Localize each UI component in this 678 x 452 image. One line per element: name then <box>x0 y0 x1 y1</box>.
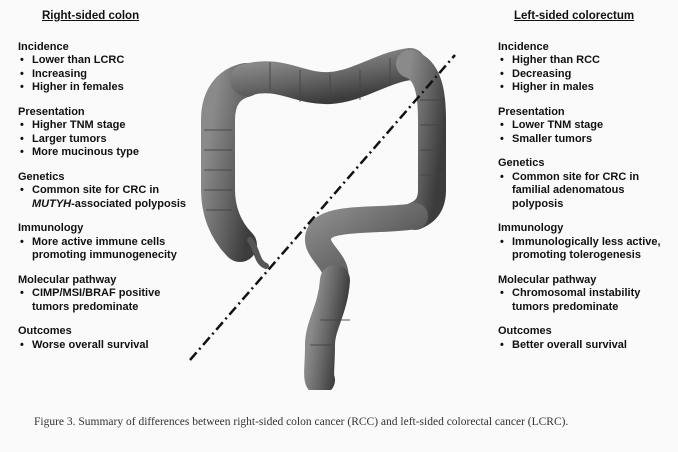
right-molecular-title: Molecular pathway <box>498 273 597 286</box>
left-genetics-title: Genetics <box>18 170 65 183</box>
left-immunology-section: Immunology More active immune cells prom… <box>18 222 193 263</box>
genetics-text-post: -associated polyposis <box>71 197 187 210</box>
list-item: More active immune cells promoting immun… <box>18 236 193 263</box>
list-item: Better overall survival <box>498 339 668 353</box>
list-item: Decreasing <box>498 68 668 82</box>
right-incidence-section: Incidence Higher than RCC Decreasing Hig… <box>498 41 668 95</box>
list-item: Common site for CRC in MUTYH-associated … <box>18 184 193 211</box>
genetics-gene-name: MUTYH <box>32 197 72 210</box>
list-item: Higher than RCC <box>498 54 668 68</box>
left-molecular-section: Molecular pathway CIMP/MSI/BRAF positive… <box>18 274 193 315</box>
left-immunology-title: Immunology <box>18 222 84 234</box>
right-sided-colon-column: Right-sided colon Incidence Lower than L… <box>18 10 193 363</box>
left-presentation-section: Presentation Higher TNM stage Larger tum… <box>18 106 193 160</box>
colon-shape <box>201 48 446 390</box>
list-item: Lower than LCRC <box>18 54 193 68</box>
left-presentation-title: Presentation <box>18 105 85 118</box>
right-molecular-section: Molecular pathway Chromosomal instabilit… <box>498 274 668 315</box>
colon-illustration <box>189 48 456 390</box>
right-sided-colon-heading: Right-sided colon <box>42 10 140 22</box>
left-incidence-section: Incidence Lower than LCRC Increasing Hig… <box>18 41 193 95</box>
list-item: More mucinous type <box>18 146 193 160</box>
list-item: CIMP/MSI/BRAF positive tumors predominat… <box>18 287 193 314</box>
right-incidence-title: Incidence <box>498 40 549 53</box>
right-genetics-section: Genetics Common site for CRC in familial… <box>498 157 668 211</box>
genetics-text-pre: Common site for CRC in <box>32 184 160 196</box>
list-item: Smaller tumors <box>498 133 668 147</box>
right-presentation-title: Presentation <box>498 105 565 118</box>
left-sided-colorectum-heading: Left-sided colorectum <box>514 10 635 22</box>
list-item: Common site for CRC in familial adenomat… <box>498 171 668 212</box>
list-item: Higher in males <box>498 81 668 95</box>
left-outcomes-title: Outcomes <box>18 325 72 337</box>
left-genetics-section: Genetics Common site for CRC in MUTYH-as… <box>18 171 193 212</box>
list-item: Chromosomal instability tumors predomina… <box>498 287 668 314</box>
right-immunology-title: Immunology <box>498 222 564 234</box>
left-incidence-title: Incidence <box>18 40 69 53</box>
right-outcomes-title: Outcomes <box>498 325 552 337</box>
list-item: Worse overall survival <box>18 339 193 353</box>
figure-caption: Figure 3. Summary of differences between… <box>34 416 569 428</box>
left-outcomes-section: Outcomes Worse overall survival <box>18 325 193 352</box>
right-immunology-section: Immunology Immunologically less active, … <box>498 222 668 263</box>
left-molecular-title: Molecular pathway <box>18 273 117 286</box>
list-item: Immunologically less active, promoting t… <box>498 236 668 263</box>
right-outcomes-section: Outcomes Better overall survival <box>498 325 668 352</box>
right-presentation-section: Presentation Lower TNM stage Smaller tum… <box>498 106 668 147</box>
list-item: Higher in females <box>18 81 193 95</box>
list-item: Increasing <box>18 68 193 82</box>
dividing-line <box>189 54 456 361</box>
left-sided-colorectum-column: Left-sided colorectum Incidence Higher t… <box>498 10 668 363</box>
right-genetics-title: Genetics <box>498 157 545 169</box>
list-item: Lower TNM stage <box>498 119 668 133</box>
list-item: Larger tumors <box>18 133 193 147</box>
list-item: Higher TNM stage <box>18 119 193 133</box>
